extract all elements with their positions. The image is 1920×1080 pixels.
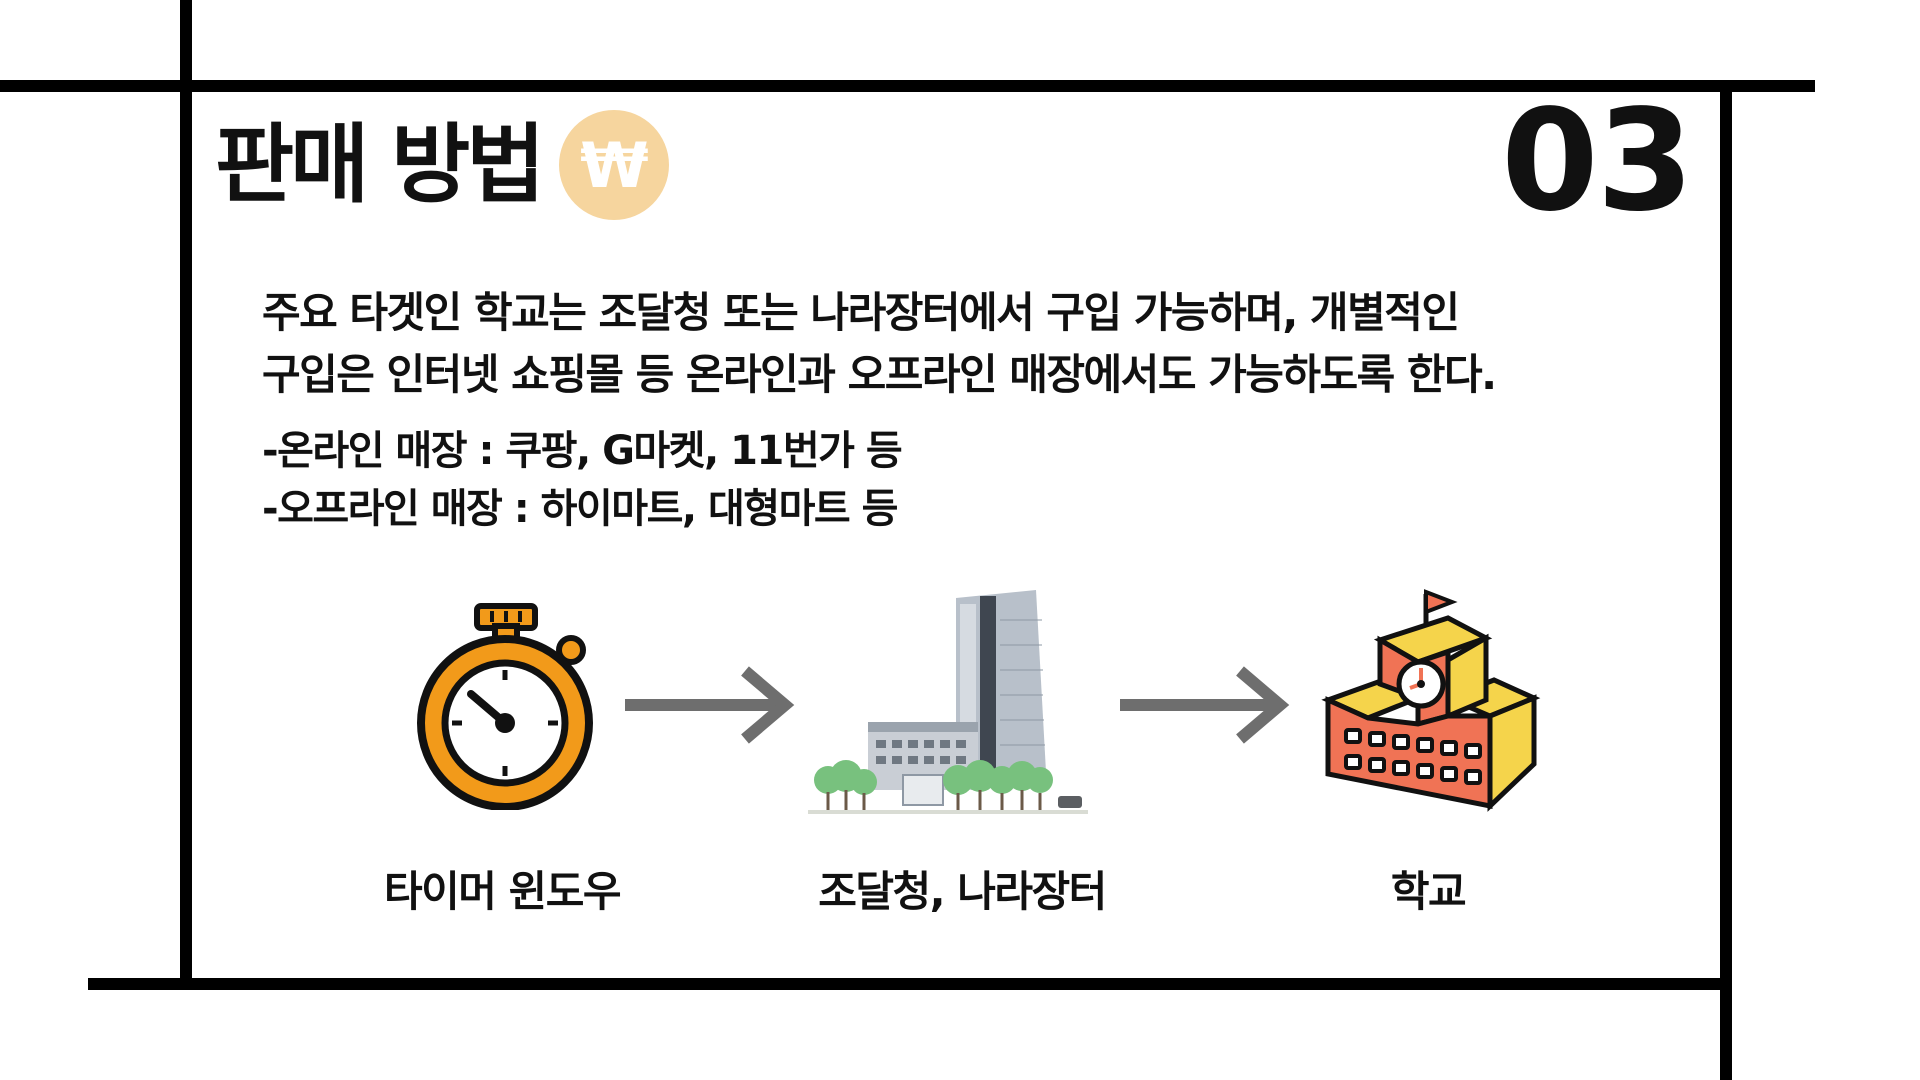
school-icon: [1321, 589, 1541, 812]
government-building-icon: [808, 590, 1088, 814]
page-number: 03: [1501, 80, 1694, 243]
channel-item-online: -온라인 매장 : 쿠팡, G마켓, 11번가 등: [262, 428, 903, 474]
title-row: 판매 방법 ₩: [215, 110, 670, 220]
stopwatch-icon: [417, 603, 593, 810]
frame-bottom-horizontal: [88, 978, 1728, 990]
frame-top-horizontal: [0, 80, 1815, 92]
description-line: 주요 타겟인 학교는 조달청 또는 나라장터에서 구입 가능하며, 개별적인: [262, 288, 1460, 337]
won-icon: ₩: [559, 110, 670, 220]
description: 주요 타겟인 학교는 조달청 또는 나라장터에서 구입 가능하며, 개별적인 구…: [262, 282, 1497, 406]
page-title: 판매 방법: [215, 115, 545, 215]
channel-list: -온라인 매장 : 쿠팡, G마켓, 11번가 등 -오프라인 매장 : 하이마…: [262, 422, 903, 538]
channel-item-offline: -오프라인 매장 : 하이마트, 대형마트 등: [262, 486, 898, 532]
description-line: 구입은 인터넷 쇼핑몰 등 온라인과 오프라인 매장에서도 가능하도록 한다.: [262, 350, 1497, 399]
frame-left-vertical: [180, 0, 192, 985]
frame-right-vertical: [1720, 86, 1732, 1080]
flow-label-timer-window: 타이머 윈도우: [384, 867, 621, 916]
flow-label-procurement: 조달청, 나라장터: [818, 867, 1107, 916]
arrow-right-icon: [1120, 666, 1290, 744]
flow-label-school: 학교: [1390, 867, 1467, 916]
arrow-right-icon: [625, 666, 795, 744]
